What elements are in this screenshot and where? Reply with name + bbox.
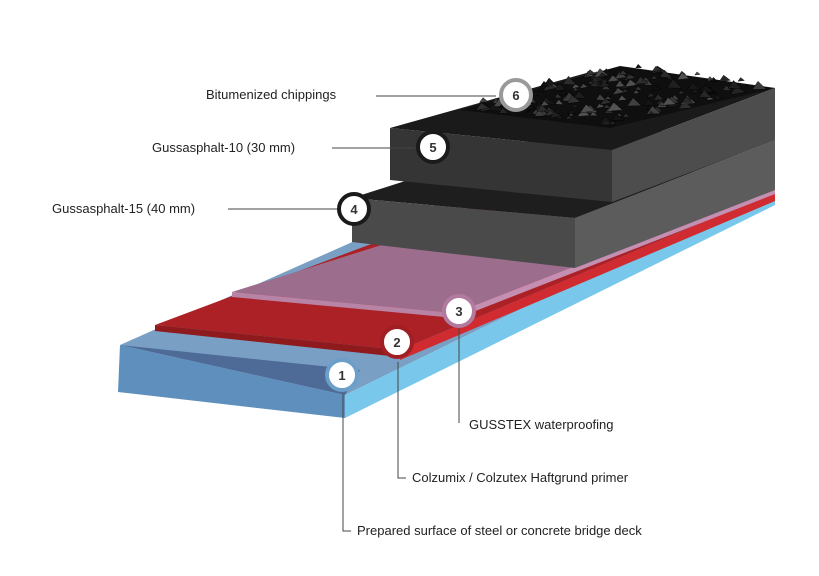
layer-4-badge: 4 bbox=[337, 192, 371, 226]
chipping-shard bbox=[690, 88, 700, 94]
layer-5-badge: 5 bbox=[416, 130, 450, 164]
chipping-shard bbox=[540, 100, 550, 107]
chipping-shard bbox=[579, 104, 596, 114]
chipping-shard bbox=[617, 95, 628, 101]
chipping-shard bbox=[751, 80, 767, 90]
chipping-shard bbox=[587, 80, 595, 85]
chipping-shard bbox=[635, 63, 643, 69]
chipping-shard bbox=[595, 81, 603, 86]
chipping-shard bbox=[651, 66, 662, 73]
chipping-shard bbox=[553, 83, 567, 92]
chipping-shard bbox=[562, 75, 577, 86]
chipping-shard bbox=[718, 74, 731, 83]
layer-3-label: GUSSTEX waterproofing bbox=[469, 417, 614, 432]
chipping-shard bbox=[730, 85, 746, 96]
chipping-shard bbox=[622, 113, 631, 118]
chipping-shard bbox=[626, 97, 642, 107]
chipping-shard bbox=[591, 76, 600, 83]
chipping-shard bbox=[666, 78, 683, 89]
chipping-shard bbox=[611, 113, 625, 121]
chipping-shard bbox=[589, 110, 599, 117]
chipping-shard bbox=[597, 72, 608, 79]
layer-2-label: Colzumix / Colzutex Haftgrund primer bbox=[412, 470, 629, 485]
chipping-shard bbox=[632, 89, 640, 95]
chipping-shard bbox=[549, 111, 562, 119]
chipping-shard bbox=[687, 82, 701, 91]
chipping-shard bbox=[642, 76, 651, 82]
chipping-shard bbox=[620, 84, 630, 90]
chipping-shard bbox=[642, 97, 656, 106]
chipping-shard bbox=[573, 90, 587, 99]
chipping-shard bbox=[651, 85, 663, 92]
chipping-shard bbox=[557, 89, 570, 96]
chipping-shard bbox=[536, 104, 549, 112]
chipping-shard bbox=[498, 107, 509, 114]
chipping-shard bbox=[601, 119, 613, 126]
chipping-shard bbox=[556, 115, 564, 119]
chipping-shard bbox=[612, 87, 626, 96]
chipping-shard bbox=[606, 102, 623, 112]
chipping-shard bbox=[607, 74, 620, 83]
chipping-shard bbox=[677, 100, 693, 110]
chipping-shard bbox=[568, 112, 575, 117]
chipping-shard bbox=[621, 80, 628, 85]
chipping-shard bbox=[677, 90, 686, 95]
chipping-shard bbox=[650, 75, 659, 80]
chipping-shard bbox=[585, 69, 597, 76]
chipping-shard bbox=[604, 95, 612, 100]
layer-3-badge: 3 bbox=[442, 294, 476, 328]
chipping-shard bbox=[595, 103, 606, 109]
chipping-shard bbox=[599, 97, 613, 106]
leader-line-2 bbox=[397, 362, 406, 479]
chipping-shard bbox=[539, 81, 551, 88]
layer-1-label: Prepared surface of steel or concrete br… bbox=[357, 523, 642, 538]
chipping-shard bbox=[648, 110, 655, 115]
chipping-shard bbox=[566, 95, 581, 104]
chipping-shard bbox=[662, 97, 677, 106]
chipping-shard bbox=[634, 85, 643, 91]
chipping-shard bbox=[653, 93, 665, 101]
chipping-shard bbox=[571, 103, 579, 108]
chipping-shard bbox=[604, 93, 612, 97]
layer-2-badge: 2 bbox=[380, 325, 414, 359]
chipping-shard bbox=[595, 93, 607, 101]
chipping-shard bbox=[542, 83, 557, 92]
chipping-shard bbox=[698, 89, 713, 99]
chipping-shard bbox=[554, 93, 563, 99]
chipping-shard bbox=[694, 71, 701, 76]
chipping-shard bbox=[601, 84, 611, 90]
chipping-shard bbox=[579, 83, 589, 89]
chipping-shard bbox=[624, 79, 639, 88]
chipping-shard bbox=[534, 109, 546, 117]
chipping-shard bbox=[531, 91, 540, 97]
leader-line-1 bbox=[342, 394, 351, 532]
chipping-shard bbox=[737, 77, 745, 82]
chipping-shard bbox=[681, 95, 693, 103]
chipping-shard bbox=[479, 97, 489, 103]
layer-4-label: Gussasphalt-15 (40 mm) bbox=[52, 201, 196, 216]
chipping-shard bbox=[706, 76, 714, 81]
chipping-shard bbox=[603, 103, 612, 109]
layer-6-label: Bitumenized chippings bbox=[206, 87, 337, 102]
chipping-shard bbox=[618, 69, 628, 76]
layer-5-label: Gussasphalt-10 (30 mm) bbox=[152, 140, 296, 155]
chipping-shard bbox=[475, 102, 490, 112]
chipping-shard bbox=[564, 115, 574, 121]
chipping-shard bbox=[714, 94, 722, 100]
chipping-shard bbox=[571, 83, 581, 90]
layer-1-badge: 1 bbox=[325, 358, 359, 392]
chipping-shard bbox=[572, 87, 580, 92]
chipping-shard bbox=[659, 69, 673, 78]
layer-6-badge: 6 bbox=[499, 78, 533, 112]
chipping-shard bbox=[646, 92, 656, 98]
leader-lines bbox=[228, 95, 496, 532]
chipping-shard bbox=[554, 99, 564, 105]
chipping-shard bbox=[676, 72, 690, 80]
chipping-shard bbox=[727, 80, 742, 89]
